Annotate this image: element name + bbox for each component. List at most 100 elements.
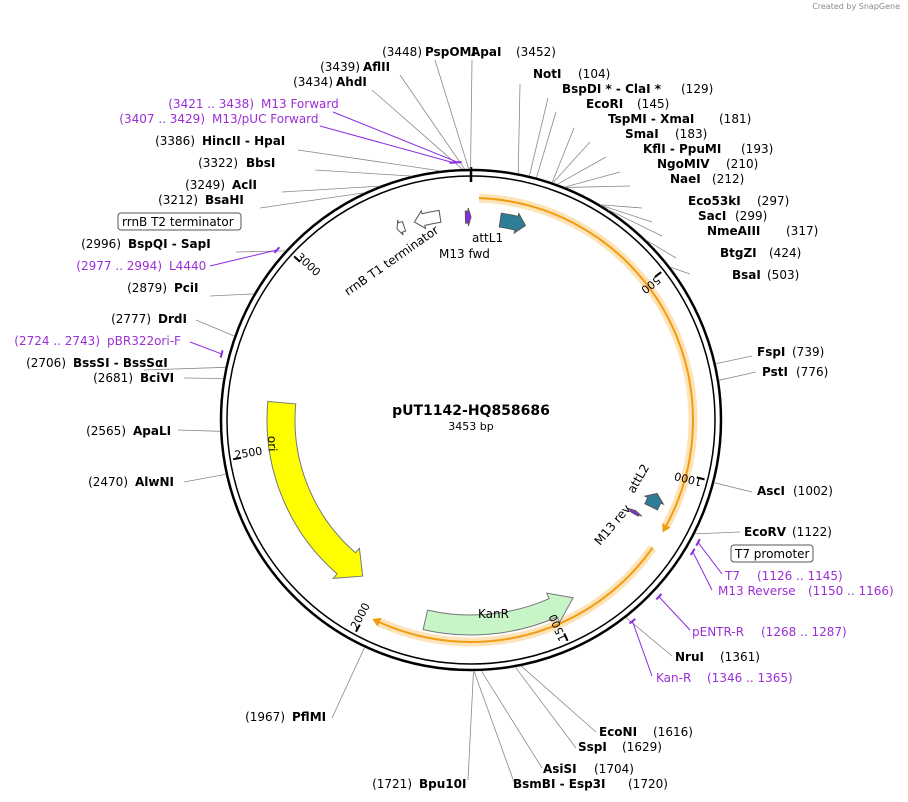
primer-mark xyxy=(449,161,457,164)
boxed-labels: rrnB T2 terminator T7 promoter xyxy=(117,212,814,563)
site-labels-left: (3386) HincII - HpaI (3322) BbsI (3249) … xyxy=(26,134,285,489)
site-name: PspOMI xyxy=(425,45,476,59)
site-pos: (1720) xyxy=(628,777,668,791)
tick-mark xyxy=(563,633,569,642)
site-leader xyxy=(713,482,753,493)
primer-range: (2977 .. 2994) xyxy=(76,259,162,273)
site-pos: (1002) xyxy=(793,484,833,498)
primer-range: (1268 .. 1287) xyxy=(761,625,847,639)
site-name: NgoMIV xyxy=(657,157,710,171)
primer-mark xyxy=(628,618,636,625)
primer-labels-right: T7 (1126 .. 1145) M13 Reverse (1150 .. 1… xyxy=(656,569,894,685)
primer-name: M13 Reverse xyxy=(718,584,796,598)
site-leader xyxy=(235,250,286,253)
site-pos: (3448) xyxy=(382,45,422,59)
plasmid-name: pUT1142-HQ858686 xyxy=(392,403,550,419)
site-name: BtgZI xyxy=(720,246,757,260)
site-leader xyxy=(514,666,577,749)
site-leader xyxy=(281,185,380,193)
primer-name: pENTR-R xyxy=(692,625,744,639)
site-leader xyxy=(331,647,365,719)
t7-promoter-label: T7 promoter xyxy=(734,547,810,561)
site-leader xyxy=(600,204,653,223)
site-name: Eco53kI xyxy=(688,194,741,208)
site-pos: (2681) xyxy=(93,371,133,385)
region-arrowhead xyxy=(372,617,382,627)
site-pos: (3386) xyxy=(155,134,195,148)
site-pos: (183) xyxy=(675,127,707,141)
site-leader xyxy=(536,111,557,178)
site-pos: (1967) xyxy=(245,710,285,724)
site-name: AclI xyxy=(232,178,257,192)
site-name: BspQI - SapI xyxy=(128,237,211,251)
site-name: NmeAIII xyxy=(707,224,760,238)
site-leader xyxy=(564,171,621,188)
site-name: ApaLI xyxy=(133,424,171,438)
site-leader xyxy=(607,209,663,237)
site-name: EcoRI xyxy=(586,97,623,111)
site-leader xyxy=(259,192,365,209)
site-leader xyxy=(600,204,643,209)
snapgene-credit: Created by SnapGene xyxy=(812,2,900,11)
site-name: BsaHI xyxy=(205,193,244,207)
region-arrowhead xyxy=(662,523,671,533)
tick-mark xyxy=(233,456,242,461)
plasmid-length: 3453 bp xyxy=(448,420,493,433)
tick-label: 3000 xyxy=(294,250,323,279)
site-pos: (2470) xyxy=(88,475,128,489)
site-leader xyxy=(434,59,470,170)
primer-name: T7 xyxy=(724,569,740,583)
site-leader xyxy=(694,531,741,535)
region-arc xyxy=(379,547,654,643)
features-layer xyxy=(266,207,665,636)
attl2-feature xyxy=(643,492,665,511)
rrnb-t2-box xyxy=(117,212,242,231)
primer-mark xyxy=(219,350,224,358)
site-pos: (3434) xyxy=(293,75,333,89)
primer-name: M13/pUC Forward xyxy=(212,112,319,126)
site-name: AhdI xyxy=(336,75,367,89)
site-name: NaeI xyxy=(670,172,701,186)
site-name: BspDI * - ClaI * xyxy=(562,82,662,96)
tick-label: 2500 xyxy=(234,444,264,461)
leader-lines xyxy=(143,59,757,783)
site-name: HincII - HpaI xyxy=(202,134,285,148)
site-name: SacI xyxy=(698,209,726,223)
site-pos: (503) xyxy=(767,268,799,282)
site-labels-top: (3448) PspOMI ApaI (3452) (3439) AflII N… xyxy=(293,45,818,282)
ori-feature xyxy=(266,400,364,580)
site-leader xyxy=(209,293,254,297)
primer-name: L4440 xyxy=(169,259,206,273)
primer-name: M13 Forward xyxy=(261,97,339,111)
tick-mark xyxy=(293,255,301,263)
site-leader xyxy=(470,59,473,170)
site-name: BssSI - BssSαI xyxy=(73,356,168,370)
site-pos: (2996) xyxy=(81,237,121,251)
tick-mark xyxy=(355,624,361,633)
site-pos: (1629) xyxy=(622,740,662,754)
site-pos: (1704) xyxy=(594,762,634,776)
site-leader xyxy=(520,665,597,733)
site-pos: (3322) xyxy=(198,156,238,170)
site-name: FspI xyxy=(757,345,785,359)
site-leader xyxy=(552,141,591,184)
site-name: PflMI xyxy=(292,710,326,724)
primer-leader xyxy=(209,249,278,267)
site-pos: (212) xyxy=(712,172,744,186)
site-leader xyxy=(557,156,607,185)
site-name: NruI xyxy=(675,650,704,664)
site-pos: (424) xyxy=(769,246,801,260)
tick-mark xyxy=(654,271,662,278)
kanr-label: KanR xyxy=(478,607,509,621)
site-pos: (739) xyxy=(792,345,824,359)
site-leader xyxy=(399,74,465,170)
primer-range: (1150 .. 1166) xyxy=(808,584,894,598)
site-name: PciI xyxy=(174,281,199,295)
site-pos: (299) xyxy=(735,209,767,223)
primer-leader xyxy=(332,111,459,163)
region-arc xyxy=(479,197,694,526)
primer-leader xyxy=(319,125,454,164)
rrnb-t2-label: rrnB T2 terminator xyxy=(122,215,234,229)
